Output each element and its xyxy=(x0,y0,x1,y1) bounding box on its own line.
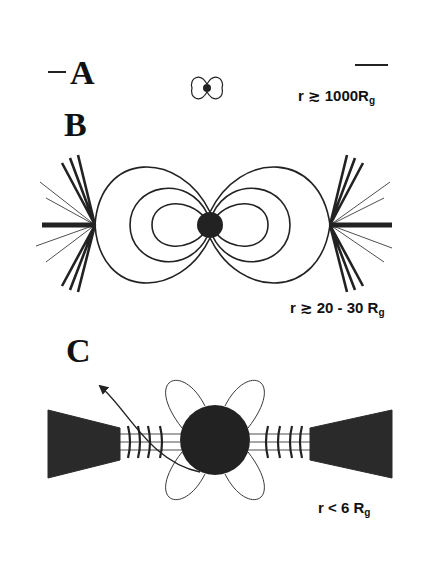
field-arc xyxy=(128,426,130,458)
label-main: r < 6 R xyxy=(318,499,364,516)
label-subscript: g xyxy=(369,95,375,106)
field-fan xyxy=(62,155,95,292)
field-fan xyxy=(36,182,95,262)
open-field-lines xyxy=(62,155,363,292)
label-main: r ≳ 1000R xyxy=(298,87,369,104)
star xyxy=(203,84,211,92)
field-arc xyxy=(278,426,280,458)
field-fan xyxy=(330,182,392,262)
accretion-flow-arrow xyxy=(100,386,200,472)
radius-label: r ≳ 20 - 30 Rg xyxy=(290,300,385,318)
scale-bar xyxy=(48,71,66,73)
open-field-lines-thin xyxy=(36,182,392,262)
field-loop xyxy=(95,167,210,283)
panel-b-figure xyxy=(36,155,392,292)
closed-field-lines xyxy=(166,380,265,499)
label-subscript: g xyxy=(364,507,370,518)
radius-label: r < 6 Rg xyxy=(318,500,370,518)
accretion-disk xyxy=(310,410,392,478)
field-loop xyxy=(210,167,330,283)
accretion-disk xyxy=(48,410,120,478)
radius-label: r ≳ 1000Rg xyxy=(298,88,375,106)
panel-c-figure xyxy=(48,380,392,499)
accretion-disk xyxy=(330,223,392,228)
field-loop xyxy=(130,188,208,261)
panel-letter: A xyxy=(70,56,95,90)
accretion-disk xyxy=(42,223,95,228)
field-arc xyxy=(266,426,268,458)
scale-bar xyxy=(355,64,388,66)
field-loop xyxy=(212,188,290,261)
panel-letter: C xyxy=(66,334,91,368)
star xyxy=(197,212,223,238)
panel-letter: B xyxy=(64,108,87,142)
field-arc xyxy=(290,426,292,458)
field-fan xyxy=(330,155,363,292)
label-main: r ≳ 20 - 30 R xyxy=(290,299,378,316)
star xyxy=(180,405,250,475)
field-arc xyxy=(300,426,302,458)
label-subscript: g xyxy=(378,307,384,318)
closed-field-lines xyxy=(95,167,330,283)
